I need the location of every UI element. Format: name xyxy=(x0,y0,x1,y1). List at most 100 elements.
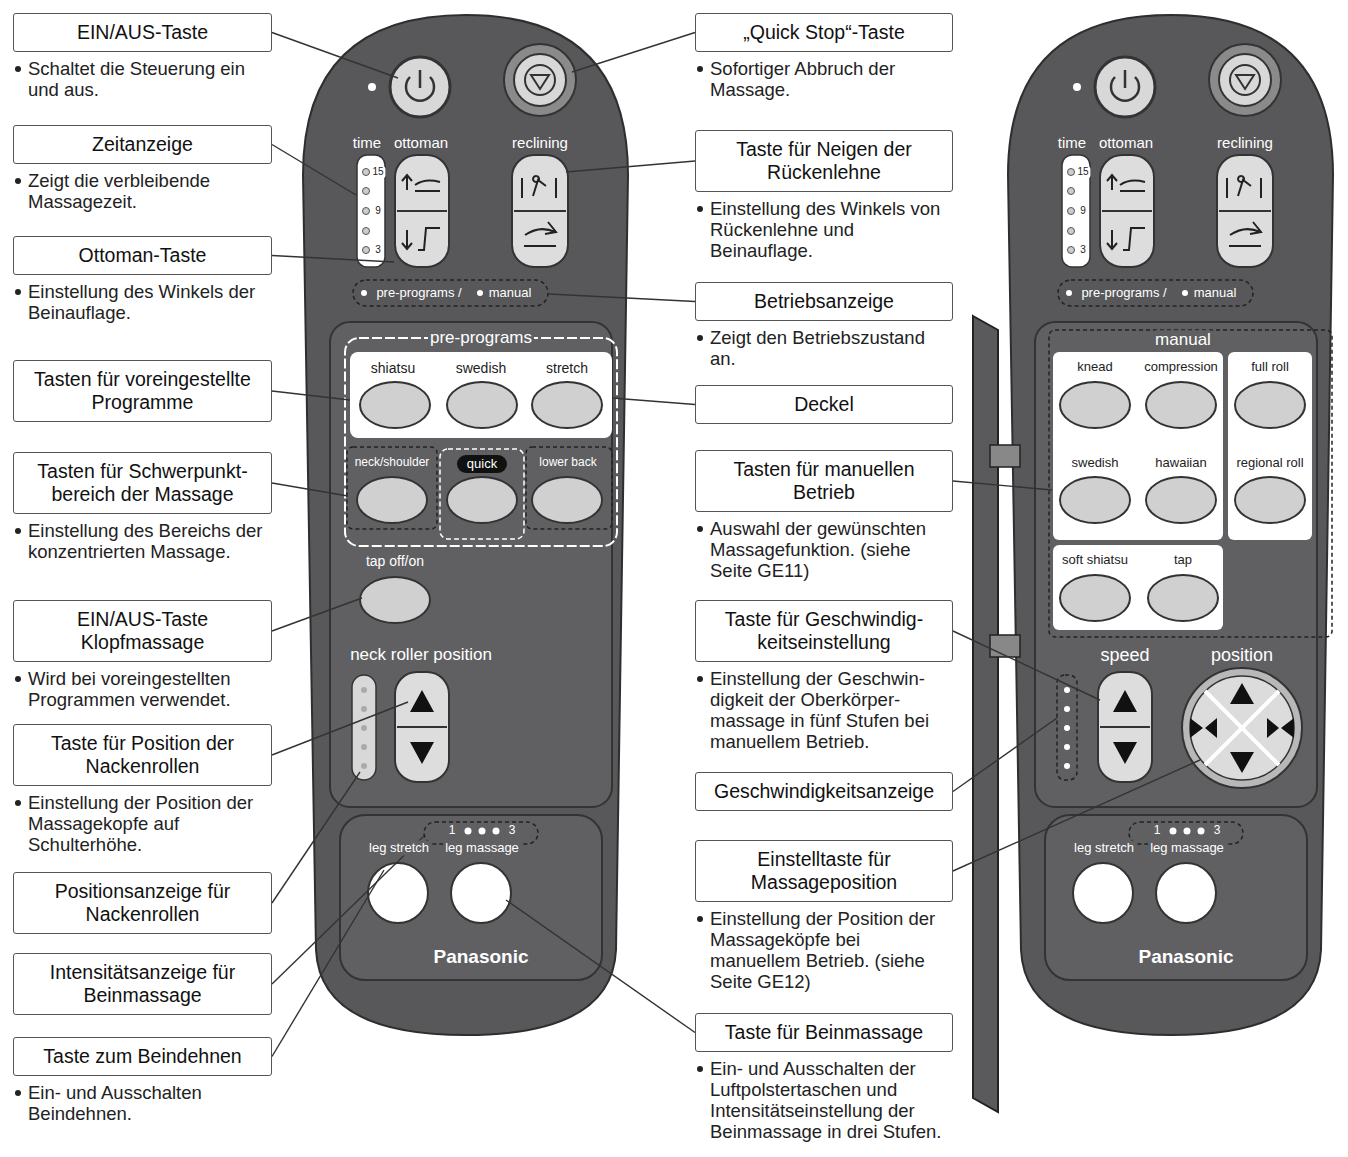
remote-label: leg stretch xyxy=(1072,841,1136,856)
remote-part xyxy=(1098,672,1152,782)
callout-box: Einstelltaste für MassagepositionEinstel… xyxy=(695,840,953,992)
callout-box: Taste für BeinmassageEin- und Ausschalte… xyxy=(695,1013,953,1142)
callout-box: ZeitanzeigeZeigt die verbleibende Massag… xyxy=(13,125,272,212)
description-text: Auswahl der gewünschten Massagefunktion.… xyxy=(710,518,926,581)
remote-part xyxy=(1228,352,1312,540)
callout-heading: Tasten für Schwerpunkt- bereich der Mass… xyxy=(13,452,272,514)
remote-part xyxy=(532,382,602,428)
remote-part xyxy=(361,725,367,731)
callout-description: Einstellung des Winkels von Rückenlehne … xyxy=(695,198,948,261)
leader-line xyxy=(272,391,350,400)
remote-part xyxy=(350,352,612,438)
remote-part xyxy=(397,726,447,728)
callout-heading: Ottoman-Taste xyxy=(13,236,272,275)
remote-part xyxy=(361,763,367,769)
remote-part xyxy=(361,706,367,712)
remote-part xyxy=(1060,575,1130,621)
callout-heading: Tasten für voreingestellte Programme xyxy=(13,360,272,422)
remote-part xyxy=(1053,352,1223,540)
remote-part xyxy=(990,635,1020,657)
callout-heading: Taste für Position der Nackenrollen xyxy=(13,724,272,786)
remote-part xyxy=(345,338,617,546)
leader-line xyxy=(272,598,362,631)
remote-label: reclining xyxy=(510,134,570,151)
description-text: Schaltet die Steuerung ein und aus. xyxy=(28,58,245,100)
remote-part xyxy=(1060,382,1130,428)
remote-label: pre-programs / xyxy=(1079,286,1168,301)
bullet-dot xyxy=(15,800,21,806)
leader-line xyxy=(572,33,695,73)
remote-label: shiatsu xyxy=(369,360,417,376)
remote-label: 3 xyxy=(1078,244,1088,256)
callout-heading: Taste für Neigen der Rückenlehne xyxy=(695,130,953,192)
remote-part xyxy=(532,477,602,523)
remote-part xyxy=(1190,676,1294,780)
remote-label: tap xyxy=(1172,553,1194,568)
bullet-dot xyxy=(697,526,703,532)
bullet-dot xyxy=(697,206,703,212)
callout-heading: Deckel xyxy=(695,385,953,424)
remote-part xyxy=(526,447,612,529)
description-text: Sofortiger Abbruch der Massage. xyxy=(710,58,895,100)
callout-heading: Taste für Beinmassage xyxy=(695,1013,953,1052)
remote-part xyxy=(1182,668,1302,788)
leader-line xyxy=(272,256,394,263)
leader-line xyxy=(272,33,398,79)
leader-line xyxy=(953,718,1057,792)
callout-box: Geschwindigkeitsanzeige xyxy=(695,772,953,811)
callout-box: BetriebsanzeigeZeigt den Betriebszustand… xyxy=(695,282,953,369)
callout-box: Taste zum BeindehnenEin- und Ausschalten… xyxy=(13,1037,272,1124)
callout-box: Taste für Geschwindig- keitseinstellungE… xyxy=(695,600,953,752)
callout-heading: Taste für Geschwindig- keitseinstellung xyxy=(695,600,953,662)
callout-heading: Zeitanzeige xyxy=(13,125,272,164)
leader-line xyxy=(506,900,695,1033)
remote-part xyxy=(1053,545,1223,630)
description-text: Ein- und Ausschalten Beindehnen. xyxy=(28,1082,202,1124)
description-text: Einstellung der Position der Massageköpf… xyxy=(710,908,935,992)
remote-label: regional roll xyxy=(1234,456,1305,471)
remote-label: knead xyxy=(1075,360,1114,375)
callout-heading: Positionsanzeige für Nackenrollen xyxy=(13,872,272,934)
remote-label: manual xyxy=(1153,330,1213,350)
remote-label: 15 xyxy=(1075,166,1090,178)
leader-line xyxy=(953,481,1052,490)
callout-description: Einstellung der Geschwin- digkeit der Ob… xyxy=(695,668,948,752)
remote-label: 1 xyxy=(1152,824,1163,838)
remote-label: manual xyxy=(1192,286,1239,301)
remote-part xyxy=(395,672,449,782)
callout-description: Auswahl der gewünschten Massagefunktion.… xyxy=(695,518,948,581)
remote-part xyxy=(1057,675,1077,780)
remote-part xyxy=(410,690,434,764)
remote-part xyxy=(347,447,437,529)
remote-part xyxy=(1146,477,1216,523)
callout-description: Einstellung des Winkels der Beinauflage. xyxy=(13,281,266,323)
callout-description: Zeigt die verbleibende Massagezeit. xyxy=(13,170,266,212)
remote-part xyxy=(303,15,628,1035)
description-text: Einstellung des Winkels von Rückenlehne … xyxy=(710,198,940,261)
description-text: Einstellung der Geschwin- digkeit der Ob… xyxy=(710,668,929,752)
remote-label: full roll xyxy=(1249,360,1291,375)
remote-part xyxy=(1113,690,1137,764)
remote-label: Panasonic xyxy=(431,946,530,968)
remote-part xyxy=(1049,330,1332,637)
remote-part xyxy=(1190,683,1294,773)
description-text: Einstellung des Winkels der Beinauflage. xyxy=(28,281,255,323)
callout-heading: Taste zum Beindehnen xyxy=(13,1037,272,1076)
callout-heading: „Quick Stop“-Taste xyxy=(695,13,953,52)
remote-label: 15 xyxy=(370,166,385,178)
remote-part xyxy=(457,455,507,473)
remote-label: compression xyxy=(1142,360,1220,375)
callout-box: Tasten für Schwerpunkt- bereich der Mass… xyxy=(13,452,272,562)
leader-line xyxy=(272,145,356,196)
leader-line xyxy=(272,483,348,496)
bullet-dot xyxy=(15,289,21,295)
callout-box: Ottoman-TasteEinstellung des Winkels der… xyxy=(13,236,272,323)
callout-description: Sofortiger Abbruch der Massage. xyxy=(695,58,948,100)
callout-heading: Intensitätsanzeige für Beinmassage xyxy=(13,953,272,1015)
remote-label: 9 xyxy=(373,205,383,217)
remote-label: ottoman xyxy=(1097,134,1155,151)
remote-part xyxy=(440,449,524,539)
remote-label: 3 xyxy=(373,244,383,256)
leader-line xyxy=(953,631,1100,700)
callout-box: Positionsanzeige für Nackenrollen xyxy=(13,872,272,934)
